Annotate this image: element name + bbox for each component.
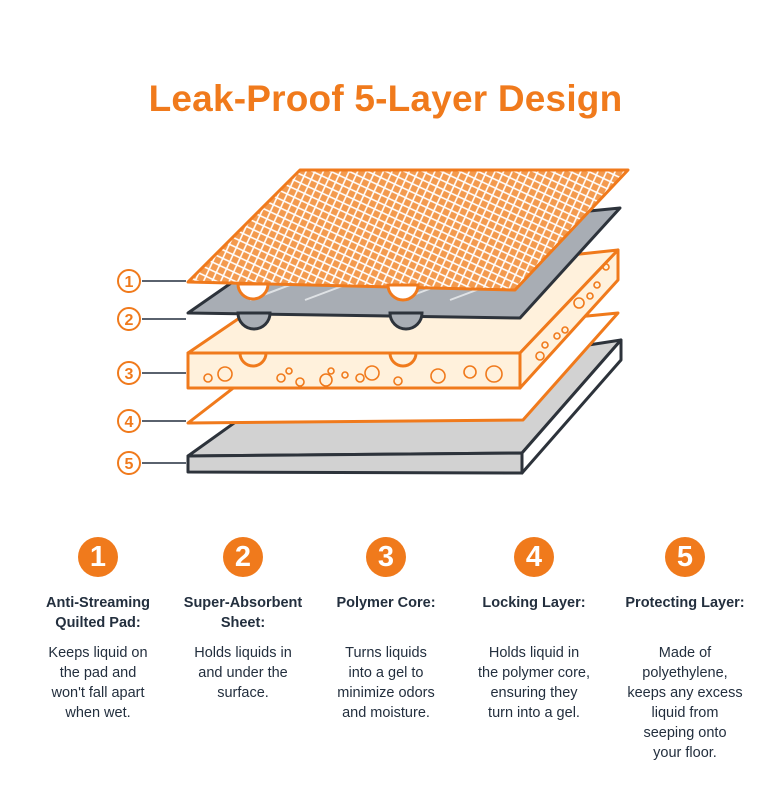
legend-item-3: 3 Polymer Core: Turns liquids into a gel…: [311, 537, 461, 723]
polymer-bubbles: [203, 263, 610, 387]
leader-lines: [142, 280, 186, 464]
legend-badge-2: 2: [223, 537, 263, 577]
legend-item-2: 2 Super-Absorbent Sheet: Holds liquids i…: [168, 537, 318, 703]
marker-label-1: 1: [125, 274, 134, 291]
marker-label-3: 3: [125, 366, 134, 383]
legend-title-3: Polymer Core:: [336, 595, 436, 611]
layer-marker-2: 2: [117, 307, 141, 331]
legend-title-1: Anti-Streaming Quilted Pad:: [46, 595, 150, 631]
marker-label-4: 4: [125, 414, 134, 431]
legend-badge-1: 1: [78, 537, 118, 577]
legend-title-5: Protecting Layer:: [625, 595, 745, 611]
layer-marker-1: 1: [117, 269, 141, 293]
legend-badge-4: 4: [514, 537, 554, 577]
legend-desc-2: Holds liquids in and under the surface.: [194, 645, 292, 701]
legend-title-2: Super-Absorbent Sheet:: [183, 595, 303, 631]
marker-label-2: 2: [125, 312, 134, 329]
marker-label-5: 5: [125, 456, 134, 473]
legend-item-4: 4 Locking Layer: Holds liquid in the pol…: [459, 537, 609, 723]
layer-marker-3: 3: [117, 361, 141, 385]
legend-desc-1: Keeps liquid on the pad and won't fall a…: [48, 645, 148, 721]
layer-marker-5: 5: [117, 451, 141, 475]
legend-badge-5: 5: [665, 537, 705, 577]
legend-desc-3: Turns liquids into a gel to minimize odo…: [337, 645, 435, 721]
layer-diagram: 1 2 3 4 5: [117, 168, 630, 475]
legend-desc-4: Holds liquid in the polymer core, ensuri…: [477, 645, 591, 721]
layer-1-quilted-pad: [186, 168, 630, 302]
legend-desc-5: Made of polyethylene, keeps any excess l…: [627, 645, 743, 761]
legend-item-5: 5 Protecting Layer: Made of polyethylene…: [610, 537, 760, 763]
legend-title-4: Locking Layer:: [482, 595, 586, 611]
page-title: Leak-Proof 5-Layer Design: [148, 78, 623, 119]
layer-marker-4: 4: [117, 409, 141, 433]
legend-item-1: 1 Anti-Streaming Quilted Pad: Keeps liqu…: [23, 537, 173, 723]
legend-badge-3: 3: [366, 537, 406, 577]
